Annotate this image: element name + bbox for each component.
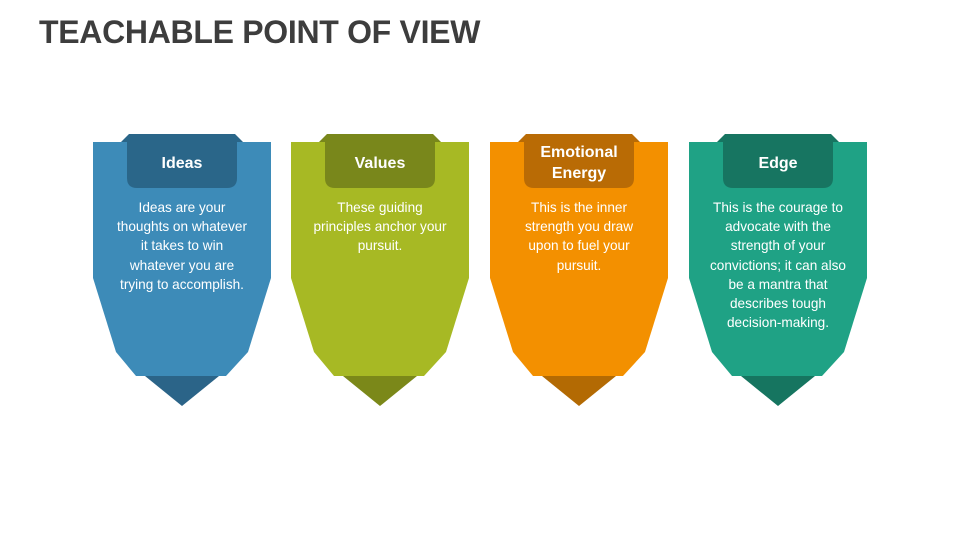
card-values-arrow-shadow [343, 376, 417, 406]
card-edge-arrow-shadow [741, 376, 815, 406]
card-values-description: These guiding principles anchor your pur… [313, 200, 447, 254]
card-edge-shape [689, 134, 867, 406]
card-emotional-energy-shape [490, 134, 668, 406]
card-values-body [291, 142, 469, 376]
card-edge: Edge This is the courage to advocate wit… [689, 130, 867, 410]
card-emotional-energy-body [490, 142, 668, 376]
card-values-tab [325, 136, 435, 188]
card-edge-description: This is the courage to advocate with the… [709, 200, 846, 331]
card-ideas-arrow-shadow [145, 376, 219, 406]
card-ideas-description: Ideas are your thoughts on whatever it t… [117, 200, 247, 292]
card-emotional-energy: Emotional Energy This is the inner stren… [490, 130, 668, 410]
card-emotional-energy-tab [524, 136, 634, 188]
card-emotional-energy-description: This is the inner strength you draw upon… [524, 200, 634, 273]
card-ideas-body [93, 142, 271, 376]
card-ideas: Ideas Ideas are your thoughts on whateve… [93, 130, 271, 410]
page-title: TEACHABLE POINT OF VIEW [39, 14, 481, 50]
card-emotional-energy-arrow-shadow [542, 376, 616, 406]
card-ideas-tab [127, 136, 237, 188]
card-values-heading: Values [354, 154, 406, 172]
card-ideas-shape [93, 134, 271, 406]
card-ideas-heading: Ideas [161, 154, 203, 172]
card-values-shape [291, 134, 469, 406]
card-edge-body [689, 142, 867, 376]
card-emotional-energy-heading: Emotional Energy [540, 144, 618, 182]
card-edge-tab [723, 136, 833, 188]
card-edge-heading: Edge [758, 154, 798, 172]
card-values: Values These guiding principles anchor y… [291, 130, 469, 410]
